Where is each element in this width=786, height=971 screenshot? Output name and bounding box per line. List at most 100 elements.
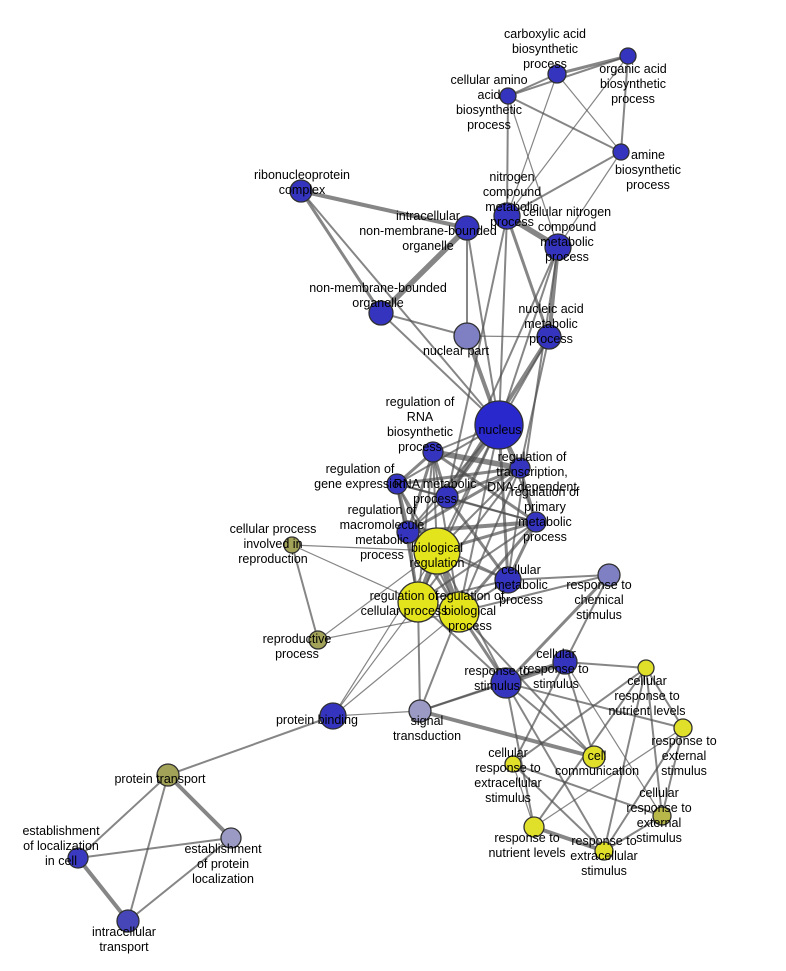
edge-intracellular-non-membrane-bounded-organelle--nucleus	[466, 227, 500, 426]
edge-regulation-of-rna-biosynthetic-process--regulation-of-macromolecule-metabolic-process	[406, 450, 435, 534]
node-regulation-of-rna-biosynthetic-process[interactable]	[422, 441, 444, 463]
node-cellular-response-to-stimulus[interactable]	[552, 649, 578, 675]
edge-response-to-chemical-stimulus--response-to-stimulus	[504, 573, 611, 685]
edge-response-to-external-stimulus--response-to-extracellular-stimulus	[603, 727, 684, 852]
node-intracellular-non-membrane-bounded-organelle[interactable]	[454, 215, 480, 241]
edge-nitrogen-compound-metabolic-process--nucleic-acid-metabolic-process	[505, 214, 551, 339]
edge-organic-acid-biosynthetic-process--amine-biosynthetic-process	[620, 55, 629, 153]
edge-response-to-external-stimulus--response-to-nutrient-levels	[533, 727, 684, 828]
edge-regulation-of-transcription-dna-dependent--regulation-of-cellular-process	[417, 467, 521, 603]
edge-cellular-response-to-stimulus--cellular-response-to-external-stimulus	[564, 661, 663, 817]
node-regulation-of-biological-process[interactable]	[438, 591, 480, 633]
edge-regulation-of-transcription-dna-dependent--rna-metabolic-process	[445, 466, 522, 499]
edge-nucleus--regulation-of-biological-process	[458, 424, 500, 613]
node-amine-biosynthetic-process[interactable]	[612, 143, 630, 161]
edge-nucleic-acid-metabolic-process--nuclear-part	[466, 335, 550, 338]
node-regulation-of-cellular-process[interactable]	[397, 581, 439, 623]
edge-cellular-response-to-stimulus--cellular-response-to-nutrient-levels	[564, 661, 647, 669]
node-cellular-metabolic-process[interactable]	[494, 566, 522, 594]
node-cellular-amino-acid-biosynthetic-process[interactable]	[499, 87, 517, 105]
node-cell-communication[interactable]	[582, 745, 606, 769]
node-signal-transduction[interactable]	[408, 699, 432, 723]
edge-protein-transport--establishment-of-localization-in-cell	[77, 774, 169, 859]
edge-regulation-of-primary-metabolic-process--regulation-of-cellular-process	[417, 521, 537, 603]
edge-response-to-chemical-stimulus--regulation-of-biological-process	[458, 574, 610, 613]
edge-intracellular-non-membrane-bounded-organelle--non-membrane-bounded-organelle	[378, 225, 470, 316]
edge-protein-transport--establishment-of-protein-localization	[166, 773, 233, 840]
edge-regulation-of-rna-biosynthetic-process--regulation-of-transcription-dna-dependent	[430, 449, 523, 471]
node-establishment-of-localization-in-cell[interactable]	[67, 847, 89, 869]
node-rna-metabolic-process[interactable]	[435, 485, 459, 509]
edge-cell-communication--signal-transduction	[418, 709, 596, 759]
edge-cellular-amino-acid-biosynthetic-process--nitrogen-compound-metabolic-process	[506, 95, 509, 217]
node-response-to-extracellular-stimulus[interactable]	[594, 841, 614, 861]
node-cellular-response-to-nutrient-levels[interactable]	[637, 659, 655, 677]
edge-protein-binding--regulation-of-biological-process	[332, 611, 460, 717]
edge-establishment-of-protein-localization--intracellular-transport	[127, 837, 232, 922]
node-organic-acid-biosynthetic-process[interactable]	[619, 47, 637, 65]
edge-cellular-amino-acid-biosynthetic-process--amine-biosynthetic-process	[507, 95, 622, 153]
node-response-to-stimulus[interactable]	[490, 667, 522, 699]
node-protein-binding[interactable]	[319, 702, 347, 730]
node-ribonucleoprotein-complex[interactable]	[289, 179, 313, 203]
edge-carboxylic-acid-biosynthetic-process--amine-biosynthetic-process	[556, 73, 622, 153]
edge-response-to-stimulus--response-to-nutrient-levels	[505, 682, 535, 828]
node-response-to-chemical-stimulus[interactable]	[597, 563, 621, 587]
node-cellular-response-to-extracellular-stimulus[interactable]	[504, 755, 522, 773]
node-protein-transport[interactable]	[156, 763, 180, 787]
node-regulation-of-macromolecule-metabolic-process[interactable]	[396, 520, 420, 544]
edge-reproductive-process--biological-regulation	[317, 550, 438, 641]
node-cellular-response-to-external-stimulus[interactable]	[652, 806, 672, 826]
node-intracellular-transport[interactable]	[116, 909, 140, 933]
node-biological-regulation[interactable]	[413, 527, 461, 575]
edge-cellular-amino-acid-biosynthetic-process--cellular-nitrogen-compound-metabolic-process	[507, 95, 559, 248]
edge-rna-metabolic-process--regulation-of-primary-metabolic-process	[446, 496, 537, 523]
node-response-to-external-stimulus[interactable]	[673, 718, 693, 738]
node-nucleic-acid-metabolic-process[interactable]	[536, 324, 562, 350]
edge-reproductive-process--regulation-of-biological-process	[317, 611, 460, 641]
node-nucleus[interactable]	[474, 400, 524, 450]
node-layer	[67, 47, 693, 933]
edge-response-to-external-stimulus--cellular-response-to-external-stimulus	[661, 727, 684, 817]
edge-protein-binding--regulation-of-cellular-process	[332, 601, 419, 717]
edge-regulation-of-transcription-dna-dependent--regulation-of-biological-process	[458, 467, 521, 613]
node-cellular-process-involved-in-reproduction[interactable]	[283, 536, 301, 554]
node-nitrogen-compound-metabolic-process[interactable]	[493, 202, 521, 230]
node-regulation-of-primary-metabolic-process[interactable]	[525, 511, 547, 533]
edge-regulation-of-transcription-dna-dependent--regulation-of-macromolecule-metabolic-process	[406, 466, 522, 534]
edge-layer	[76, 54, 684, 923]
edge-protein-binding--protein-transport	[167, 715, 334, 776]
edge-amine-biosynthetic-process--cellular-nitrogen-compound-metabolic-process	[557, 151, 622, 248]
node-non-membrane-bounded-organelle[interactable]	[368, 300, 394, 326]
node-regulation-of-transcription-dna-dependent[interactable]	[509, 457, 531, 479]
edge-response-to-stimulus--response-to-extracellular-stimulus	[505, 682, 605, 852]
node-nuclear-part[interactable]	[453, 322, 481, 350]
edge-amine-biosynthetic-process--nitrogen-compound-metabolic-process	[506, 151, 622, 217]
edge-response-to-chemical-stimulus--cellular-response-to-stimulus	[564, 574, 610, 663]
edge-cellular-response-to-extracellular-stimulus--response-to-nutrient-levels	[512, 763, 535, 828]
node-cellular-nitrogen-compound-metabolic-process[interactable]	[544, 233, 572, 261]
node-carboxylic-acid-biosynthetic-process[interactable]	[547, 64, 567, 84]
node-regulation-of-gene-expression[interactable]	[386, 473, 408, 495]
edge-regulation-of-transcription-dna-dependent--regulation-of-gene-expression	[395, 466, 522, 486]
node-response-to-nutrient-levels[interactable]	[523, 816, 545, 838]
node-reproductive-process[interactable]	[308, 630, 328, 650]
edge-cellular-response-to-stimulus--cell-communication	[564, 661, 595, 758]
edge-cellular-nitrogen-compound-metabolic-process--nucleus	[498, 246, 559, 426]
edge-response-to-stimulus--cell-communication	[505, 682, 595, 758]
edge-protein-binding--biological-regulation	[332, 550, 438, 717]
node-establishment-of-protein-localization[interactable]	[220, 827, 242, 849]
edge-response-to-extracellular-stimulus--cellular-response-to-external-stimulus	[603, 815, 663, 852]
edge-cellular-process-involved-in-reproduction--biological-regulation	[291, 544, 438, 552]
edge-cellular-response-to-nutrient-levels--response-to-extracellular-stimulus	[603, 667, 647, 852]
edge-cellular-response-to-extracellular-stimulus--cellular-response-to-external-stimulus	[512, 763, 663, 817]
edge-response-to-chemical-stimulus--cellular-metabolic-process	[507, 574, 610, 581]
edge-cellular-process-involved-in-reproduction--reproductive-process	[291, 544, 319, 641]
